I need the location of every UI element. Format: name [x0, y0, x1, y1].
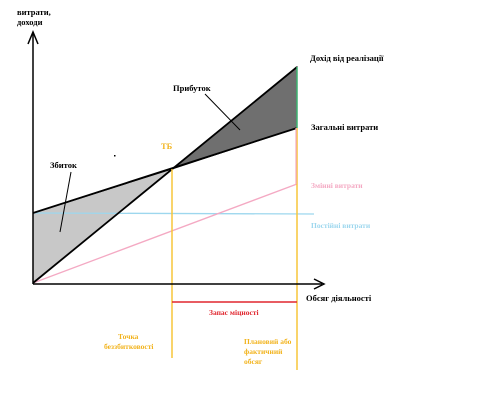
break-even-short-label: ТБ	[161, 141, 173, 151]
x-axis-label: Обсяг діяльності	[306, 293, 372, 303]
y-axis-label-line2: доходи	[17, 17, 43, 27]
safety-margin-label: Запас міцності	[209, 308, 259, 317]
total-costs-line	[32, 127, 298, 214]
planned-volume-label-line1: Плановий або	[244, 337, 292, 346]
variable-costs-label: Змінні витрати	[311, 181, 363, 190]
variable-costs-line	[32, 183, 298, 284]
y-axis-arrow	[27, 30, 39, 45]
total-costs-label: Загальні витрати	[311, 122, 378, 132]
revenue-label: Дохід від реалізації	[310, 53, 384, 63]
fixed-costs-label: Постійні витрати	[311, 221, 371, 230]
fixed-costs-line	[32, 212, 315, 215]
break-even-point-label-line1: Точка	[118, 332, 139, 341]
loss-label: Збиток	[50, 160, 77, 170]
planned-volume-label-line2: фактичний	[244, 347, 283, 356]
stray-dot	[114, 155, 116, 157]
y-axis-label-line1: витрати,	[17, 7, 51, 17]
profit-label: Прибуток	[173, 83, 211, 93]
x-axis-arrow	[313, 278, 326, 290]
planned-volume-label-line3: обсяг	[244, 357, 263, 366]
revenue-line	[32, 66, 298, 284]
break-even-point-label-line2: беззбитковості	[104, 342, 154, 351]
profit-pointer	[204, 93, 241, 131]
loss-pointer	[59, 171, 72, 233]
